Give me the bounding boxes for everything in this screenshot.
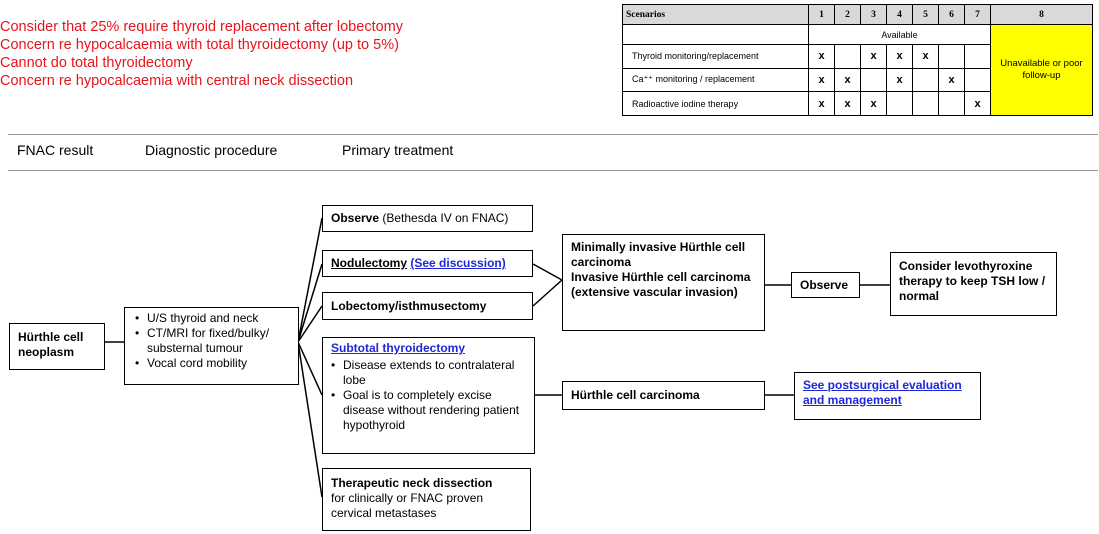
invasive-label: Invasive Hürthle cell carcinoma (extensi… (571, 270, 751, 299)
minimally-invasive-label: Minimally invasive Hürthle cell carcinom… (571, 240, 746, 269)
note-thyroid-replacement: Consider that 25% require thyroid replac… (0, 19, 403, 35)
scenarios-header-row: Scenarios 1 2 3 4 5 6 7 8 (622, 3, 1093, 26)
subtotal-item: Goal is to completely excise disease wit… (331, 388, 526, 433)
table-row: Thyroid monitoring/replacement x x x x (622, 44, 1093, 69)
connector-lobectomy-invasive (532, 279, 563, 307)
note-hypocalcaemia-total: Concern re hypocalcaemia with total thyr… (0, 37, 399, 53)
scenarios-table: Scenarios 1 2 3 4 5 6 7 8 Available Unav… (622, 3, 1093, 116)
connector-to-subtotal (297, 341, 323, 396)
divider-bottom (8, 170, 1098, 171)
diagnostic-item: U/S thyroid and neck (135, 311, 290, 326)
mark-cell: x (964, 91, 991, 116)
notes: Consider that 25% require thyroid replac… (0, 18, 403, 90)
observe-note: (Bethesda IV on FNAC) (382, 211, 509, 225)
column-header-fnac: FNAC result (17, 142, 94, 158)
scenario-number: 2 (834, 3, 861, 26)
connector-to-nodulectomy (297, 263, 323, 343)
subtotal-box: Subtotal thyroidectomy Disease extends t… (322, 337, 535, 454)
row-label: Thyroid monitoring/replacement (622, 44, 809, 69)
hurthle-carcinoma-box: Hürthle cell carcinoma (562, 381, 765, 410)
mark-cell: x (860, 44, 887, 69)
available-label: Available (808, 24, 991, 46)
connector-nodulectomy-invasive (532, 263, 563, 281)
mark-cell (938, 44, 965, 69)
scenario-number: 5 (912, 3, 939, 26)
observe-title: Observe (331, 211, 380, 225)
postsurgical-link[interactable]: See postsurgical evaluation and manageme… (803, 378, 962, 407)
connector-to-lobectomy (297, 305, 323, 343)
neck-dissection-title: Therapeutic neck dissection (331, 476, 493, 490)
scenario-number: 3 (860, 3, 887, 26)
subtotal-thyroidectomy-link[interactable]: Subtotal thyroidectomy (331, 341, 466, 355)
see-discussion-link[interactable]: (See discussion) (410, 256, 506, 270)
unavailable-cell: Unavailable or poor follow-up (990, 24, 1093, 116)
nodulectomy-box: Nodulectomy (See discussion) (322, 250, 533, 277)
note-hypocalcaemia-neck: Concern re hypocalcaemia with central ne… (0, 73, 354, 89)
row-label: Radioactive iodine therapy (622, 91, 809, 116)
scenarios-header-label: Scenarios (622, 3, 809, 26)
mark-cell: x (808, 67, 835, 93)
column-header-diagnostic: Diagnostic procedure (145, 142, 278, 158)
diagnostic-item: Vocal cord mobility (135, 356, 290, 371)
connector-to-neck-dissection (297, 341, 323, 498)
neck-dissection-note: for clinically or FNAC proven cervical m… (331, 491, 484, 520)
mark-cell (938, 91, 965, 116)
mark-cell: x (912, 44, 939, 69)
mark-cell (964, 67, 991, 93)
table-row: Radioactive iodine therapy x x x x (622, 91, 1093, 116)
mark-cell (834, 44, 861, 69)
lobectomy-box: Lobectomy/isthmusectomy (322, 292, 533, 320)
mark-cell (964, 44, 991, 69)
mark-cell: x (938, 67, 965, 93)
diagnostic-item: CT/MRI for fixed/bulky/ substernal tumou… (135, 326, 290, 356)
nodulectomy-title: Nodulectomy (331, 256, 408, 270)
invasive-carcinoma-box: Minimally invasive Hürthle cell carcinom… (562, 234, 765, 331)
subtotal-item: Disease extends to contralateral lobe (331, 358, 526, 388)
divider-top (8, 134, 1098, 135)
neck-dissection-box: Therapeutic neck dissection for clinical… (322, 468, 531, 531)
note-no-total-thyroidectomy: Cannot do total thyroidectomy (0, 55, 193, 71)
postsurgical-box: See postsurgical evaluation and manageme… (794, 372, 981, 420)
start-box-hurthle-neoplasm: Hürthle cell neoplasm (9, 323, 105, 370)
levothyroxine-box: Consider levothyroxine therapy to keep T… (890, 252, 1057, 316)
observe-box-2: Observe (791, 272, 860, 298)
mark-cell (886, 91, 913, 116)
diagnostic-box: U/S thyroid and neck CT/MRI for fixed/bu… (124, 307, 299, 385)
observe-box: Observe (Bethesda IV on FNAC) (322, 205, 533, 232)
scenario-number: 7 (964, 3, 991, 26)
scenario-number: 8 (990, 3, 1093, 26)
connector-to-observe (297, 217, 323, 343)
column-header-treatment: Primary treatment (342, 142, 454, 158)
availability-row: Available Unavailable or poor follow-up (622, 24, 1093, 116)
